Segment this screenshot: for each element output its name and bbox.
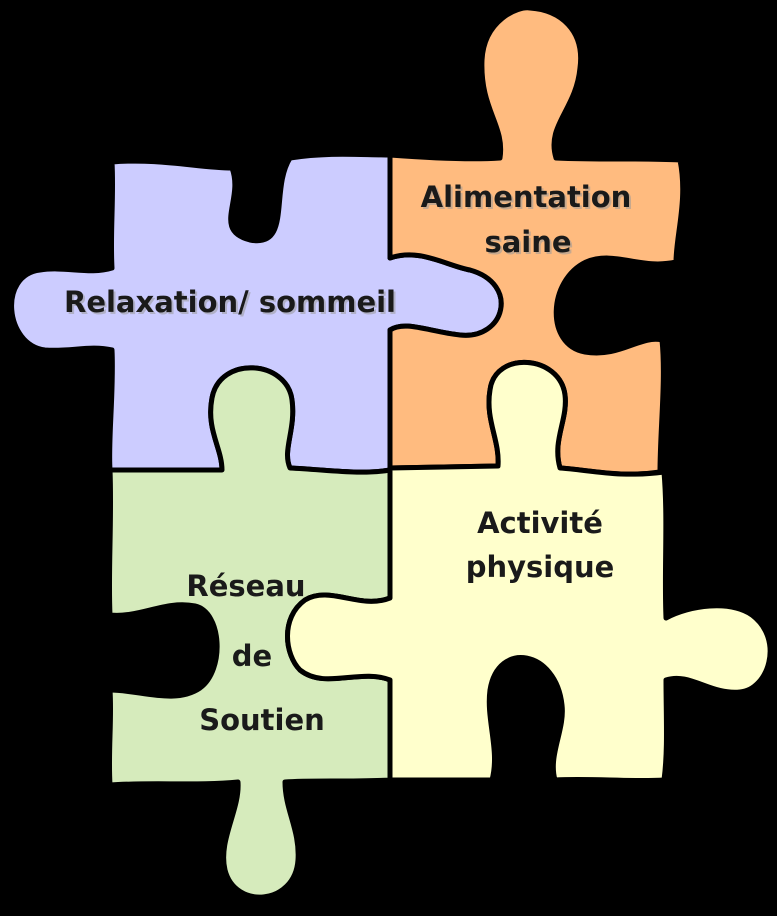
label-reseau: Réseau de Soutien — [186, 569, 324, 737]
puzzle-piece-activite — [285, 359, 773, 784]
label-relaxation-line-1: Relaxation/ sommeil — [64, 285, 396, 319]
label-alimentation: Alimentation Alimentation saine saine — [421, 180, 634, 261]
puzzle-piece-reseau — [106, 365, 393, 900]
label-activite: Activité physique — [466, 506, 615, 584]
label-reseau-line-3: Soutien — [199, 703, 325, 737]
label-activite-line-2: physique — [466, 550, 615, 584]
label-alimentation-line-1: Alimentation — [421, 180, 632, 214]
label-reseau-line-2: de — [232, 639, 272, 673]
label-alimentation-shadow-2: saine — [486, 227, 573, 261]
puzzle-piece-alimentation — [387, 5, 686, 477]
label-relaxation-shadow: Relaxation/ sommeil — [66, 287, 398, 321]
label-relaxation: Relaxation/ sommeil Relaxation/ sommeil — [64, 285, 398, 321]
label-alimentation-shadow-1: Alimentation — [423, 182, 634, 216]
label-reseau-line-1: Réseau — [186, 569, 305, 603]
label-alimentation-line-2: saine — [484, 225, 571, 259]
label-activite-line-1: Activité — [477, 506, 603, 540]
